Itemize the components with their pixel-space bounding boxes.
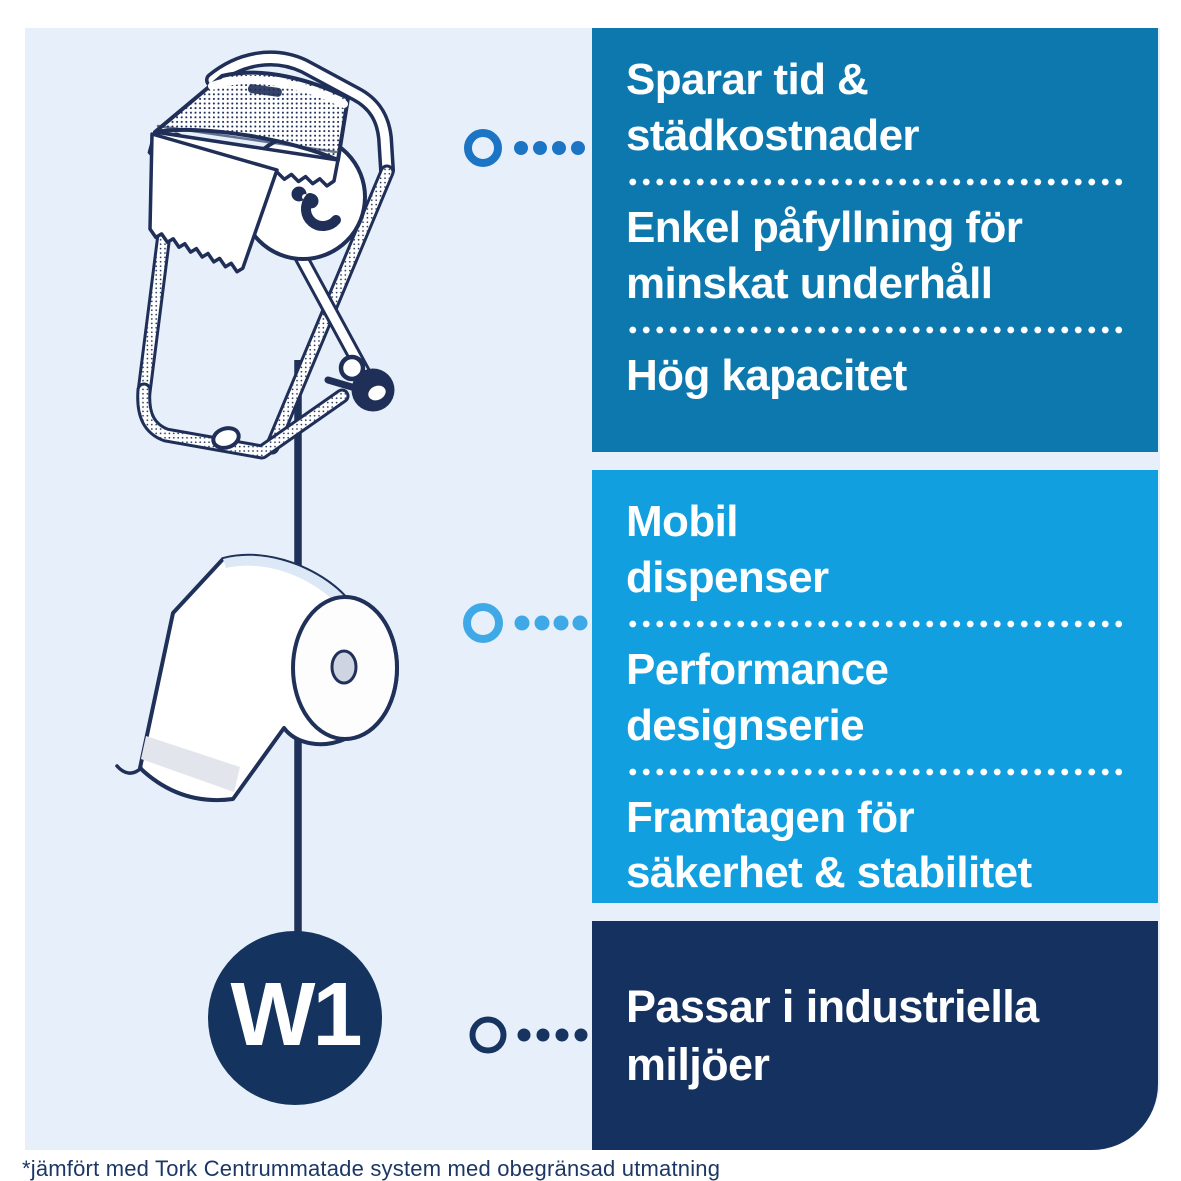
benefits-box-secondary: Mobil dispenser Performance designserie … xyxy=(592,470,1158,903)
benefits-box-primary: Sparar tid & städkostnader Enkel påfylln… xyxy=(592,28,1158,452)
benefit-text: Framtagen för säkerhet & stabilitet xyxy=(626,792,1032,898)
benefit-text: Hög kapacitet xyxy=(626,350,907,400)
benefit-text: Sparar tid & städkostnader xyxy=(626,55,920,160)
dotted-separator xyxy=(626,767,1122,776)
benefit-text: Passar i industriella miljöer xyxy=(626,981,1039,1090)
footnote: *jämfört med Tork Centrummatade system m… xyxy=(22,1156,721,1181)
benefit-text: Performance designserie xyxy=(626,644,889,750)
dotted-separator xyxy=(626,177,1122,186)
w1-badge-label: W1 xyxy=(230,964,363,1065)
benefit-text: Enkel påfyllning för minskat underhåll xyxy=(626,202,1023,308)
dotted-separator xyxy=(626,619,1122,628)
benefit-text: Mobil dispenser xyxy=(626,497,829,602)
w1-badge: W1 xyxy=(208,931,382,1105)
dotted-separator xyxy=(626,325,1122,334)
benefit-boxes-column: Sparar tid & städkostnader Enkel påfylln… xyxy=(592,28,1158,1150)
benefits-box-environment: Passar i industriella miljöer xyxy=(592,921,1158,1150)
